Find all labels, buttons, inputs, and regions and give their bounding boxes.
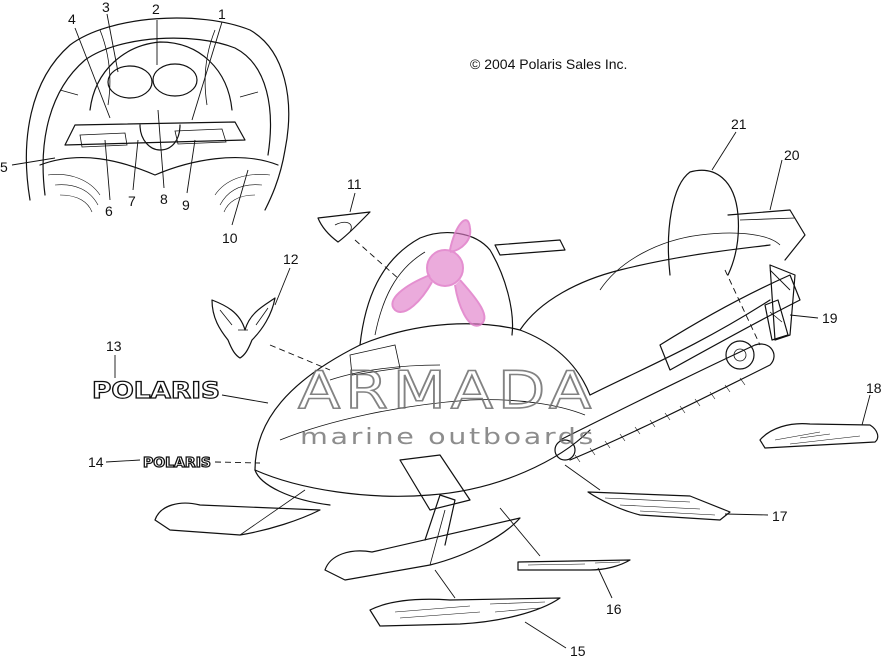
snowmobile-body — [154, 169, 806, 581]
callout-20: 20 — [784, 147, 800, 163]
decal-19 — [764, 299, 789, 341]
callout-10: 10 — [222, 230, 238, 246]
callout-12: 12 — [283, 251, 299, 267]
decal-13-polaris-large: POLARIS — [91, 378, 220, 404]
hood-inset — [25, 17, 290, 213]
polaris-large-text: POLARIS — [92, 379, 220, 404]
decal-12 — [211, 297, 276, 359]
callout-2: 2 — [152, 1, 160, 17]
callout-14: 14 — [88, 454, 104, 470]
watermark-brand: ARMADA — [298, 361, 596, 421]
watermark: ARMADA marine outboards — [297, 219, 596, 450]
callout-8: 8 — [160, 191, 168, 207]
callout-6: 6 — [105, 203, 113, 219]
decal-16 — [517, 559, 631, 571]
callout-11: 11 — [347, 176, 362, 192]
decal-17 — [587, 491, 731, 521]
decal-14-polaris-small: POLARIS — [142, 455, 211, 471]
callout-7: 7 — [128, 193, 136, 209]
callout-21: 21 — [731, 116, 747, 132]
decal-11 — [317, 211, 371, 243]
callout-15: 15 — [570, 643, 586, 657]
callout-5: 5 — [0, 159, 8, 175]
polaris-small-text: POLARIS — [143, 456, 211, 471]
callout-1: 1 — [218, 6, 226, 22]
leader-lines — [11, 13, 871, 649]
callout-19: 19 — [822, 310, 838, 326]
callout-18: 18 — [866, 380, 882, 396]
callout-17: 17 — [772, 508, 788, 524]
callout-13: 13 — [106, 338, 122, 354]
callout-16: 16 — [606, 601, 622, 617]
callout-3: 3 — [102, 0, 110, 15]
callout-9: 9 — [182, 197, 190, 213]
copyright-text: © 2004 Polaris Sales Inc. — [470, 56, 627, 72]
watermark-tagline: marine outboards — [300, 425, 596, 450]
decal-15 — [369, 597, 561, 627]
callout-4: 4 — [68, 11, 76, 27]
watermark-propeller-logo — [391, 219, 486, 327]
decal-18 — [759, 423, 879, 449]
